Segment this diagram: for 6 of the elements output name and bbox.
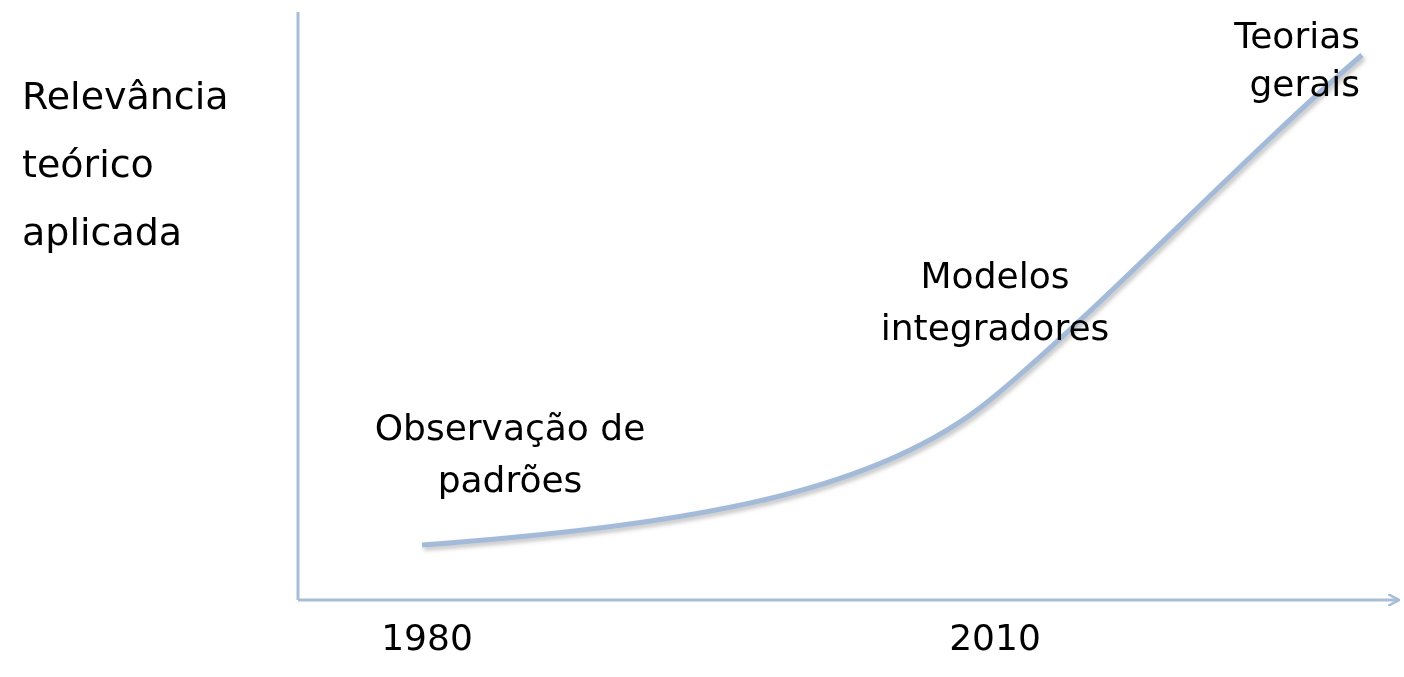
axis-label: Relevância teórico aplicada <box>22 73 230 256</box>
tick-label: 2010 <box>948 616 1042 660</box>
curve-label: Teorias gerais <box>1233 14 1360 106</box>
tick-label: 1980 <box>380 616 474 660</box>
curve-label: Observação de padrões <box>373 406 647 502</box>
curve-label: Modelos integradores <box>879 254 1111 350</box>
